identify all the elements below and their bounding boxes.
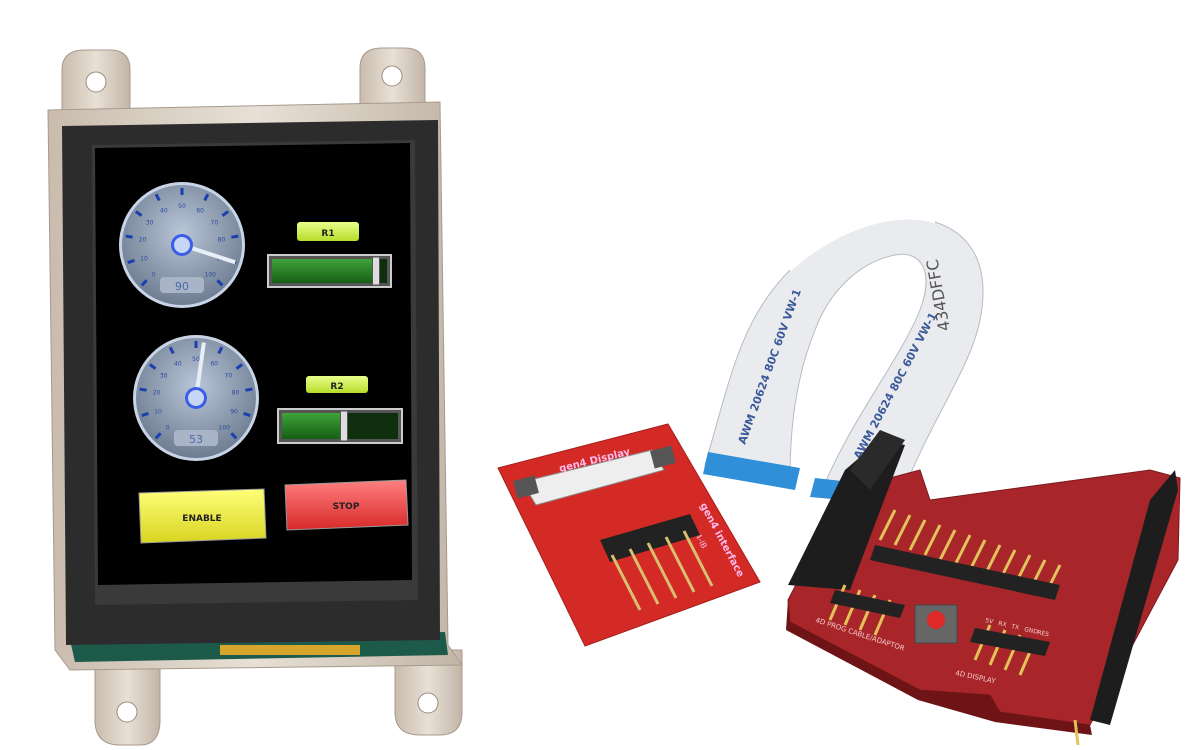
gauge-tick-label: 70	[211, 219, 219, 226]
gauge-tick-label: 80	[218, 237, 226, 244]
gauge-tick-label: 100	[219, 424, 231, 431]
gauge-tick	[245, 387, 253, 392]
gauge-tick-label: 60	[196, 207, 204, 214]
gauge-tick	[231, 234, 239, 239]
gauge-tick	[230, 432, 238, 440]
gauge-tick-label: 50	[178, 203, 186, 210]
stop-button[interactable]: STOP	[284, 479, 409, 531]
mounting-tab	[61, 47, 463, 746]
gauge-tick	[135, 210, 143, 217]
gauge-tick-label: 10	[154, 408, 162, 415]
pin-header	[600, 514, 714, 611]
slider-label-badge	[306, 376, 368, 393]
gauge-readout	[174, 430, 218, 446]
gauge-tick	[149, 363, 157, 370]
gauge-tick-label: 40	[160, 207, 168, 214]
slider-1-fill	[272, 259, 376, 283]
gauge-tick-label: 100	[205, 271, 217, 278]
gauge-readout	[160, 277, 204, 293]
screw-hole-icon	[85, 71, 107, 93]
gauge-tick	[125, 234, 133, 239]
gauge-1: 010203040506070809010090	[119, 182, 245, 308]
gauge-tick	[203, 193, 210, 202]
gauge-tick-label: 0	[166, 424, 170, 431]
gauge-tick-label: 40	[174, 360, 182, 367]
gauge-tick	[243, 412, 251, 418]
gauge-tick	[127, 259, 135, 265]
svg-text:ENABLE: ENABLE	[182, 514, 221, 524]
pin-label: RES	[1037, 629, 1050, 638]
gauge-value: 53	[189, 433, 203, 446]
gauge-tick-label: 50	[192, 356, 200, 363]
gauge-tick	[216, 279, 224, 287]
gauge-tick	[139, 387, 147, 392]
gauge-tick	[168, 346, 175, 355]
gauge-tick-label: 10	[140, 255, 148, 262]
gauge-2: 0 10 20 30 40 50 60 70 80 90 100 53	[133, 335, 259, 461]
gauge-tick	[235, 363, 243, 370]
gauge-tick-label: 0	[152, 271, 156, 278]
enable-button[interactable]: ENABLE	[138, 488, 267, 544]
pin-label: TX	[1010, 623, 1020, 632]
ribbon-cable: AWM 20624 80C 60V VW-1 AWM 20624 80C 60V…	[703, 216, 984, 505]
gauge-value: 90	[175, 280, 189, 293]
gauge-tick-label: 20	[153, 390, 161, 397]
reset-button[interactable]	[914, 604, 958, 644]
slider-1-handle[interactable]	[372, 256, 380, 286]
gauge-tick	[141, 412, 149, 418]
cable-tab	[703, 452, 800, 490]
slider-2-handle[interactable]	[339, 410, 348, 442]
header-socket	[1090, 470, 1178, 725]
slider-label-badge	[297, 222, 359, 241]
pin-label: RX	[998, 620, 1008, 629]
pin-label: 5V	[985, 617, 995, 626]
screw-hole-icon	[381, 65, 403, 87]
screw-hole-icon	[417, 692, 439, 714]
gauge-tick-label: 20	[139, 237, 147, 244]
gauge-tick	[140, 279, 148, 287]
slider-1-label: R1	[321, 229, 334, 239]
slider-2-label: R2	[330, 382, 343, 392]
gauge-tick-label: 30	[160, 372, 168, 379]
screw-hole-icon	[116, 701, 138, 723]
gauge-tick	[154, 432, 162, 440]
gauge-tick-label: 60	[210, 360, 218, 367]
fpc-connector	[521, 449, 665, 506]
pin-label: GND	[1024, 626, 1039, 636]
gauge-tick-label: 80	[232, 390, 240, 397]
gauge-tick-label: 90	[230, 408, 238, 415]
svg-text:STOP: STOP	[333, 502, 360, 512]
slider-2-fill	[282, 413, 344, 439]
gauge-tick	[154, 193, 161, 202]
gauge-tick	[221, 210, 229, 217]
gauge-tick	[217, 346, 224, 355]
display-module: 0 10 20 30 40 50 60 70 80 90 100 90 0 10 20 30 40 50 60 70…	[47, 47, 463, 746]
gauge-tick-label: 30	[146, 219, 154, 226]
gauge-tick-label: 70	[225, 372, 233, 379]
